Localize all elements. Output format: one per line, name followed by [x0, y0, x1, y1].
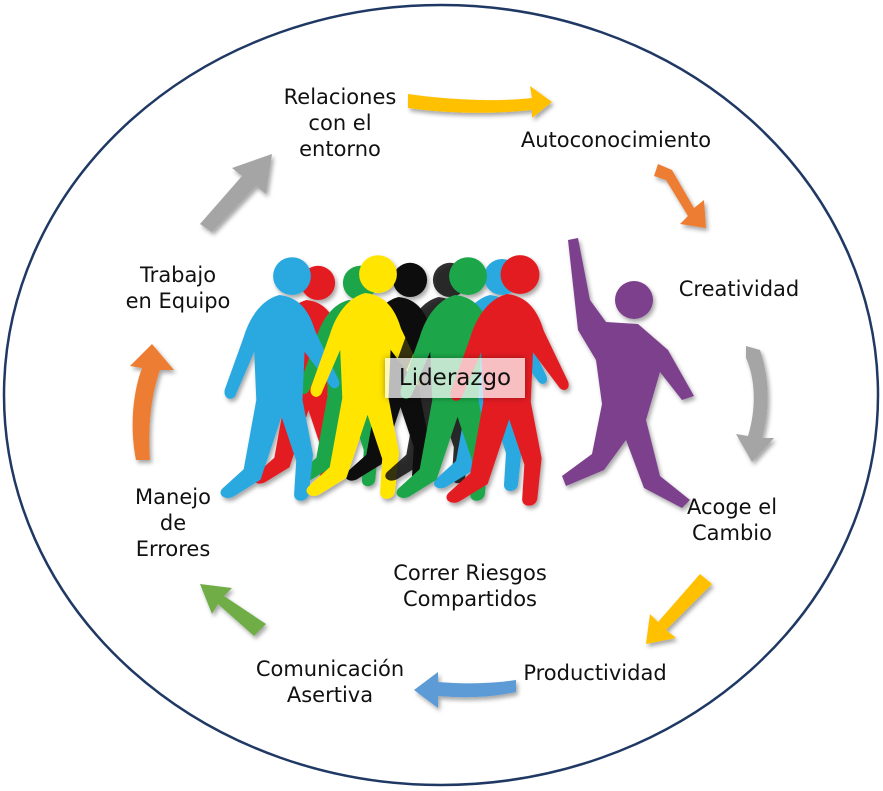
cycle-arrows: [130, 86, 774, 708]
arrow-errores-to-trabajo: [130, 344, 174, 460]
arrow-relaciones-to-autoconocimiento: [408, 86, 552, 118]
arrow-autoconocimiento-to-creatividad: [654, 164, 706, 228]
purple-figure-illustration: [562, 238, 694, 508]
label-relaciones: Relaciones con el entorno: [283, 85, 397, 161]
label-productividad: Productividad: [523, 661, 667, 685]
label-acoge-el-cambio: Acoge el Cambio: [686, 495, 778, 545]
label-trabajo-en-equipo: Trabajo en Equipo: [125, 263, 231, 313]
label-comunicacion-asertiva: Comunicación Asertiva: [255, 657, 405, 707]
arrow-comunicacion-to-errores: [200, 584, 266, 636]
label-manejo-de-errores: Manejo de Errores: [135, 485, 211, 561]
label-correr-riesgos: Correr Riesgos Compartidos: [393, 561, 547, 611]
arrow-trabajo-to-relaciones: [200, 154, 272, 232]
arrow-productividad-to-comunicacion: [414, 672, 516, 708]
center-label-liderazgo: Liderazgo: [385, 358, 525, 398]
label-autoconocimiento: Autoconocimiento: [520, 128, 712, 152]
arrow-acoge-to-productividad: [646, 574, 712, 644]
arrow-creatividad-to-acoge: [736, 346, 774, 462]
label-creatividad: Creatividad: [678, 277, 800, 301]
